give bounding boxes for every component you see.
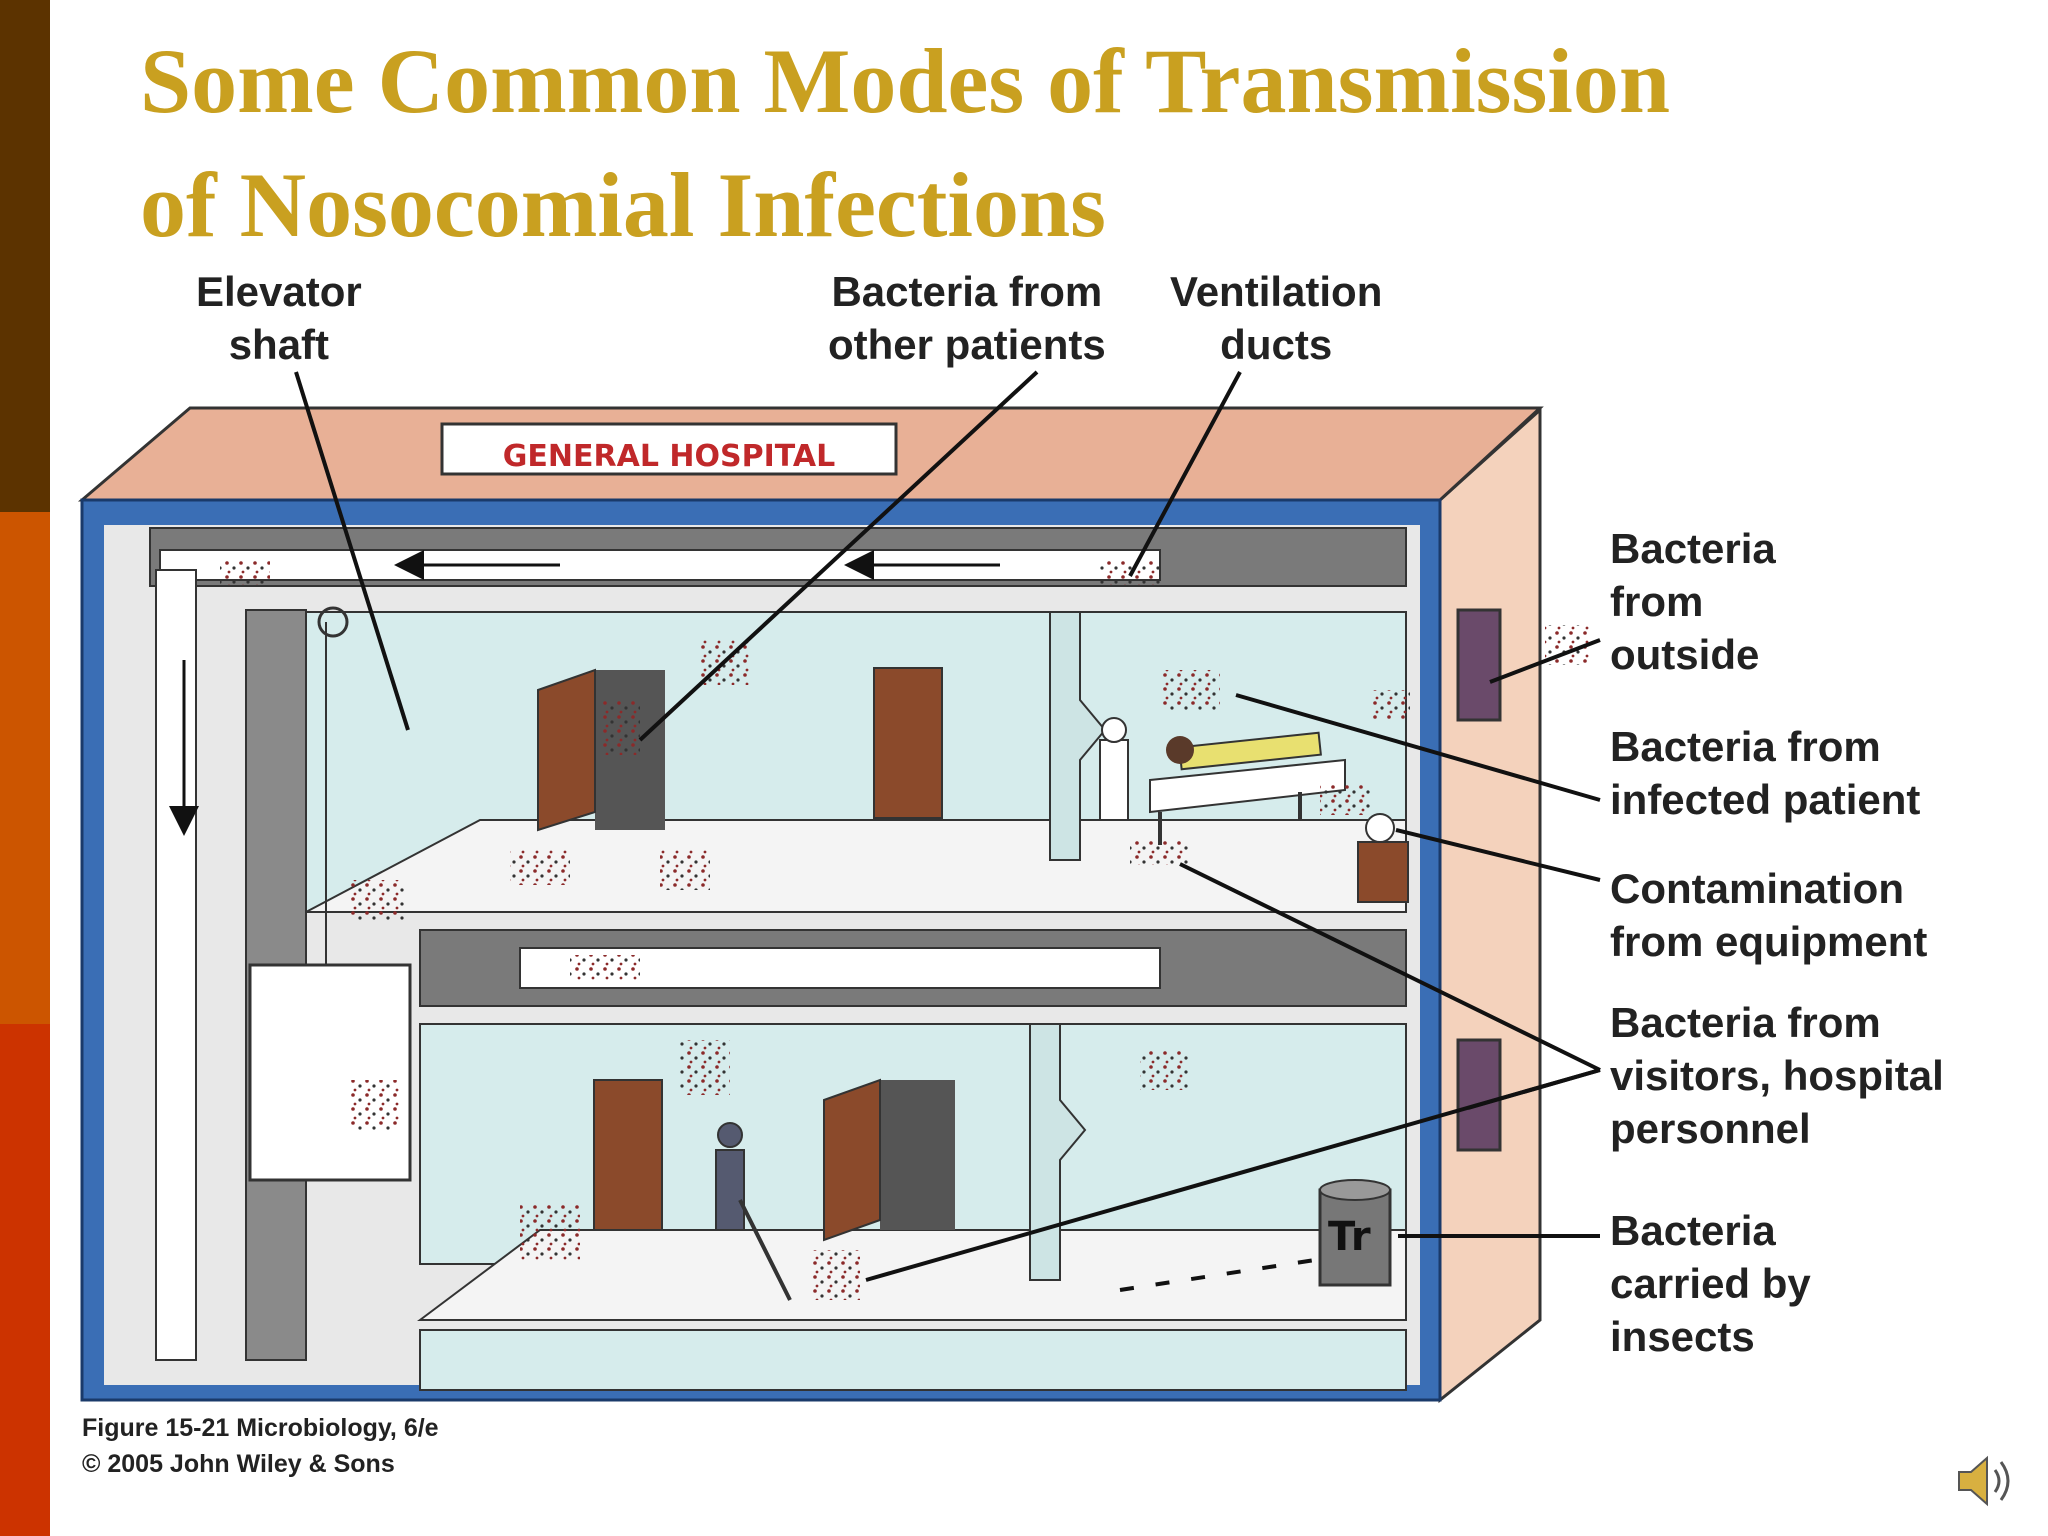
upper-floor [305,819,1407,913]
label-bacteria-outside: Bacteria from outside [1610,522,1776,681]
window-upper [1456,608,1502,722]
label-bacteria-insects-line-3: insects [1610,1313,1755,1360]
slide-title-line-2: of Nosocomial Infections [140,154,1106,256]
equipment-table [1357,841,1409,903]
label-bacteria-other-patients: Bacteria from other patients [828,265,1106,371]
leader-lines [294,370,1601,1282]
label-bacteria-other-patients-line-2: other patients [828,321,1106,368]
label-bacteria-outside-line-3: outside [1610,631,1760,678]
slide-stripe-middle [0,512,50,1024]
lower-doorway [880,1080,955,1230]
label-bacteria-outside-line-1: Bacteria [1610,525,1776,572]
upper-closed-door [873,667,943,819]
label-bacteria-infected-patient-line-2: infected patient [1610,776,1921,823]
label-bacteria-insects: Bacteria carried by insects [1610,1204,1811,1363]
lower-floor [417,1229,1407,1321]
label-contamination-equipment-line-2: from equipment [1610,918,1928,965]
janitor [715,1149,745,1231]
label-bacteria-insects-line-1: Bacteria [1610,1207,1776,1254]
bacteria-clusters [220,560,1590,1300]
window-lower [1456,1038,1502,1152]
basement [419,1329,1407,1391]
elevator-car [248,963,412,1182]
label-ventilation-ducts: Ventilation ducts [1170,265,1382,371]
label-contamination-equipment: Contamination from equipment [1610,862,1927,968]
building-side-wall [1438,406,1542,1404]
vertical-duct [155,569,197,1361]
label-bacteria-outside-line-2: from [1610,578,1704,625]
label-contamination-equipment-line-1: Contamination [1610,865,1904,912]
duct-top-run [159,549,1161,581]
hospital-sign [440,422,898,476]
label-bacteria-visitors: Bacteria from visitors, hospital personn… [1610,996,1944,1155]
trash-bin-text: Tr [1328,1214,1371,1260]
figure-caption-line-1: Figure 15-21 Microbiology, 6/e [82,1414,439,1442]
label-bacteria-infected-patient-line-1: Bacteria from [1610,723,1881,770]
label-bacteria-visitors-line-2: visitors, hospital [1610,1052,1944,1099]
label-ventilation-ducts-line-2: ducts [1220,321,1333,368]
lower-open-door [823,1078,881,1242]
label-bacteria-insects-line-2: carried by [1610,1260,1811,1307]
slide-stripe-top [0,0,50,512]
slide-stripe-bottom [0,1024,50,1536]
lower-closed-door [593,1079,663,1231]
slide-title-line-1: Some Common Modes of Transmission [140,30,1670,132]
upper-open-door [537,668,596,832]
hospital-sign-text: GENERAL HOSPITAL [503,439,835,474]
trash-bin [1318,1188,1392,1287]
label-bacteria-other-patients-line-1: Bacteria from [831,268,1103,315]
label-ventilation-ducts-line-1: Ventilation [1170,268,1383,315]
figure-caption-line-2: © 2005 John Wiley & Sons [82,1450,395,1478]
nurse [1099,739,1129,821]
label-elevator-shaft: Elevator shaft [196,265,362,371]
lower-partition [1029,1023,1087,1281]
label-bacteria-visitors-line-1: Bacteria from [1610,999,1881,1046]
speaker-icon[interactable] [1955,1450,2017,1512]
label-elevator-shaft-line-2: shaft [228,321,330,368]
label-elevator-shaft-line-1: Elevator [196,268,362,315]
label-bacteria-visitors-line-3: personnel [1610,1105,1811,1152]
upper-partition [1049,611,1107,861]
label-bacteria-infected-patient: Bacteria from infected patient [1610,720,1920,826]
